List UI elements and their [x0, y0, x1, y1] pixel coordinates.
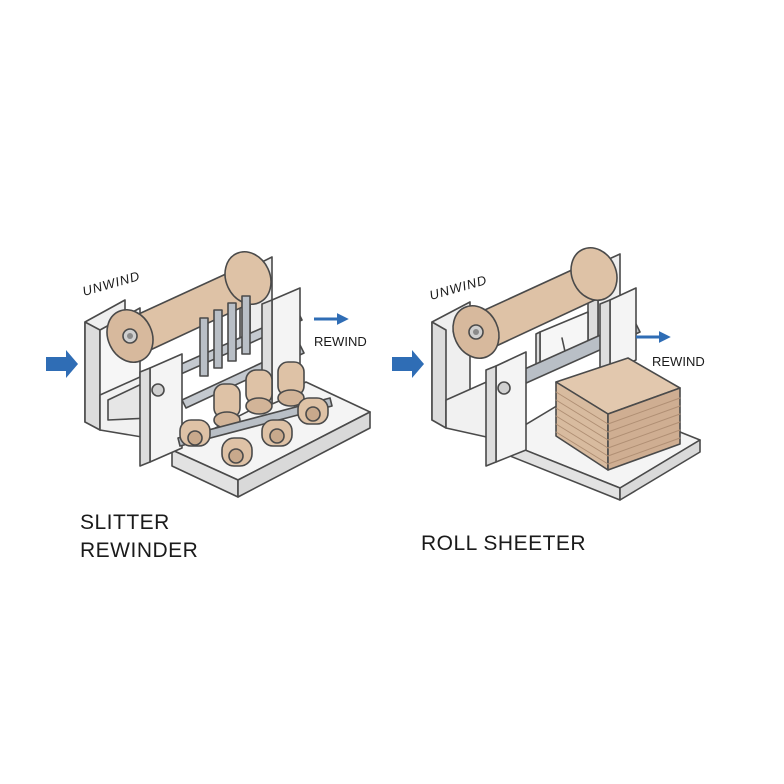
sheeter-front-frame-right [599, 287, 637, 377]
sheeter-unwind-label: UNWIND [428, 272, 489, 303]
sheeter-front-frame-left [485, 351, 527, 467]
slitter-rewind-label: REWIND [314, 334, 367, 349]
roll-sheeter-title: ROLL SHEETER [421, 532, 587, 555]
sheeter-unwind-roll [452, 247, 618, 359]
slitter-title-line1: SLITTER [80, 511, 170, 534]
slitter-blades [199, 295, 251, 377]
slitter-rewind-rolls-lower [177, 397, 333, 467]
roll-sheeter-machine [431, 247, 701, 501]
slitter-title-line2: REWINDER [80, 539, 199, 562]
slitter-rewinder-machine [84, 251, 371, 498]
slitter-rewinder-title: SLITTER REWINDER [80, 509, 260, 565]
in-arrow-icon [392, 350, 424, 378]
in-arrow-icon [46, 350, 78, 378]
slitter-unwind-label: UNWIND [81, 268, 142, 299]
sheeter-rewind-label: REWIND [652, 354, 705, 369]
sheeter-sheet-stack [555, 357, 681, 471]
slitter-front-frame-left [139, 353, 183, 467]
slitter-unwind-roll [106, 251, 272, 363]
slitter-rewind-rolls-upper [213, 361, 305, 429]
